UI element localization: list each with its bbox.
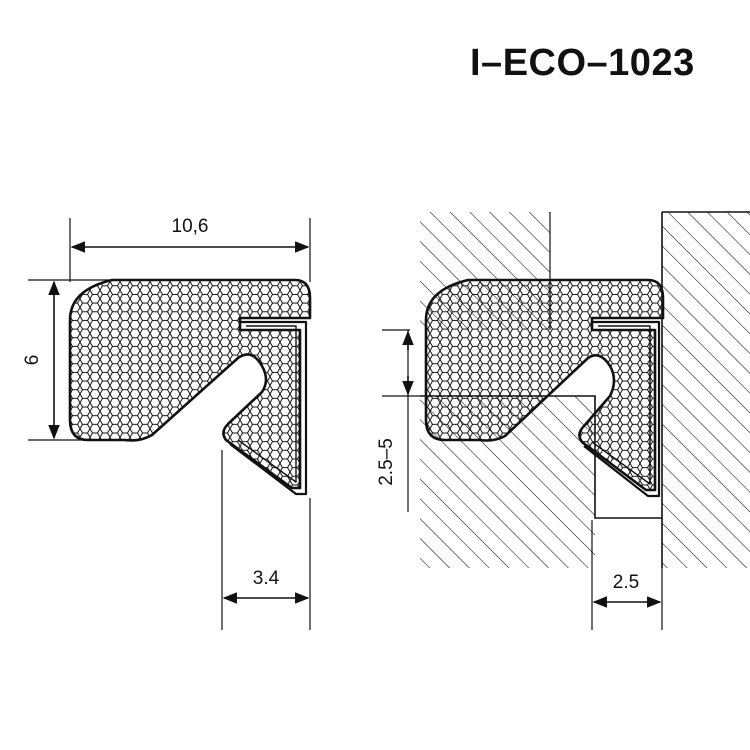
dimension-gap: 2.5 <box>591 520 663 630</box>
installed-section <box>420 211 750 568</box>
installed-seal-clip-inner <box>591 325 651 485</box>
part-number-title: I–ECO–1023 <box>470 42 695 84</box>
installed-seal-clip <box>583 320 661 498</box>
dimension-panel-range-label: 2.5–5 <box>376 438 397 486</box>
dimension-width-label: 10,6 <box>172 216 209 237</box>
seal-metal-clip <box>229 320 308 496</box>
seal-metal-clip-inner <box>237 325 297 483</box>
dimension-height: 6 <box>22 279 110 441</box>
dimension-lip-label: 3.4 <box>253 568 280 589</box>
dimension-panel-range: 2.5–5 <box>376 329 420 512</box>
dimension-height-label: 6 <box>22 355 43 366</box>
dimension-lip: 3.4 <box>221 450 311 630</box>
dimension-width: 10,6 <box>69 216 311 282</box>
seal-profile <box>68 278 312 496</box>
seal-foam-body <box>68 278 312 490</box>
dimension-gap-label: 2.5 <box>613 572 639 593</box>
installed-seal-foam <box>424 278 665 492</box>
frame-hatch <box>662 212 750 568</box>
